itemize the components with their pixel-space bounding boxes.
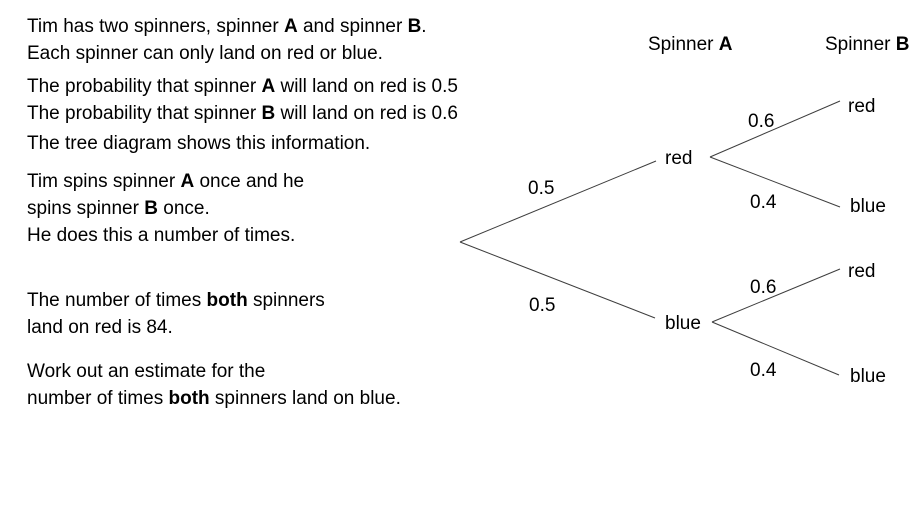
branch-line-ablue-red (711, 268, 841, 323)
paragraph-tree-note: The tree diagram shows this information. (27, 130, 370, 157)
text-segment: will land on red is 0.5 (275, 76, 458, 97)
text-segment: Tim has two spinners, spinner (27, 16, 284, 37)
outcome-label-ablue-red: red (848, 261, 875, 282)
branch-line-a-blue (459, 241, 656, 319)
branch-line-ared-blue (709, 156, 841, 208)
node-label-a-blue: blue (665, 313, 701, 334)
text-segment: . (421, 16, 427, 37)
text-segment: The probability that spinner (27, 76, 262, 97)
header-text: Spinner (648, 34, 719, 55)
text-line: The number of times both spinners (27, 287, 325, 314)
text-segment-bold: both (168, 388, 210, 409)
text-line: The probability that spinner B will land… (27, 100, 458, 127)
text-line: spins spinner B once. (27, 195, 304, 222)
paragraph-spins: Tim spins spinner A once and he spins sp… (27, 168, 304, 249)
text-segment: number of times (27, 388, 169, 409)
column-header-spinner-a: Spinner A (648, 34, 733, 55)
text-segment: The tree diagram shows this information. (27, 133, 371, 154)
prob-label-a-blue: 0.5 (529, 295, 555, 316)
text-line: Each spinner can only land on red or blu… (27, 40, 427, 67)
text-segment-bold: both (206, 290, 248, 311)
text-segment-bold: B (261, 103, 276, 124)
text-segment: Tim spins spinner (27, 171, 181, 192)
text-line: The tree diagram shows this information. (27, 130, 370, 157)
text-segment: Each spinner can only land on red or blu… (27, 43, 383, 64)
outcome-label-ared-blue: blue (850, 196, 886, 217)
outcome-label-ared-red: red (848, 96, 875, 117)
prob-label-ared-blue: 0.4 (750, 192, 777, 213)
prob-label-ared-red: 0.6 (748, 111, 774, 132)
text-segment-bold: A (283, 16, 298, 37)
text-line: number of times both spinners land on bl… (27, 385, 401, 412)
text-segment: and spinner (297, 16, 408, 37)
text-line: land on red is 84. (27, 314, 325, 341)
text-segment-bold: A (261, 76, 276, 97)
branch-line-a-red (459, 160, 657, 243)
prob-label-a-red: 0.5 (528, 178, 554, 199)
text-segment: once. (157, 198, 210, 219)
paragraph-intro: Tim has two spinners, spinner A and spin… (27, 13, 427, 67)
header-text-bold: A (719, 34, 733, 55)
column-header-spinner-b: Spinner B (825, 34, 910, 55)
text-segment: land on red is 84. (27, 317, 173, 338)
paragraph-question: Work out an estimate for the number of t… (27, 358, 401, 412)
text-segment: He does this a number of times. (27, 225, 296, 246)
text-line: He does this a number of times. (27, 222, 304, 249)
text-segment: The number of times (27, 290, 207, 311)
text-line: Work out an estimate for the (27, 358, 401, 385)
text-segment-bold: B (407, 16, 422, 37)
text-segment: The probability that spinner (27, 103, 262, 124)
outcome-label-ablue-blue: blue (850, 366, 886, 387)
text-line: The probability that spinner A will land… (27, 73, 458, 100)
text-segment: will land on red is 0.6 (275, 103, 458, 124)
text-segment: spinners land on blue. (209, 388, 401, 409)
node-label-a-red: red (665, 148, 692, 169)
text-segment: spins spinner (27, 198, 145, 219)
branch-line-ablue-blue (711, 321, 840, 376)
text-segment: once and he (194, 171, 305, 192)
header-text-bold: B (896, 34, 910, 55)
text-line: Tim spins spinner A once and he (27, 168, 304, 195)
paragraph-probabilities: The probability that spinner A will land… (27, 73, 458, 127)
branch-line-ared-red (709, 100, 841, 158)
prob-label-ablue-red: 0.6 (750, 277, 776, 298)
header-text: Spinner (825, 34, 896, 55)
paragraph-given: The number of times both spinners land o… (27, 287, 325, 341)
text-segment-bold: B (144, 198, 158, 219)
prob-label-ablue-blue: 0.4 (750, 360, 777, 381)
text-segment: spinners (247, 290, 325, 311)
text-segment: Work out an estimate for the (27, 361, 266, 382)
text-segment-bold: A (180, 171, 195, 192)
text-line: Tim has two spinners, spinner A and spin… (27, 13, 427, 40)
